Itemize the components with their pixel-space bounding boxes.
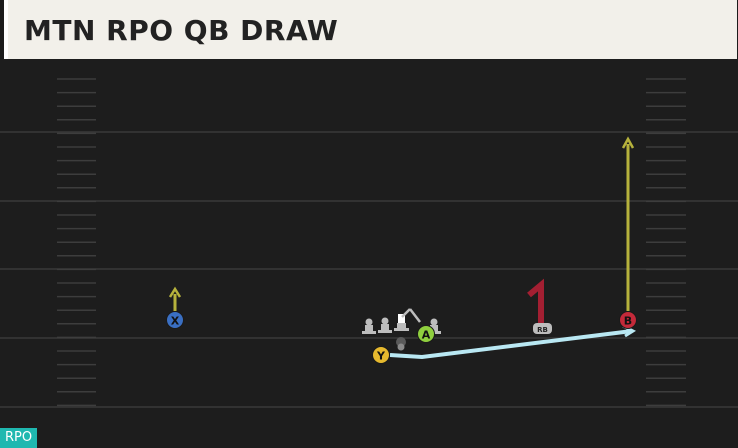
receiver-a: A bbox=[417, 325, 435, 343]
block-assignment bbox=[409, 308, 421, 323]
y-route bbox=[389, 329, 633, 360]
center bbox=[394, 314, 409, 331]
receiver-x: X bbox=[166, 311, 184, 329]
running-back: RB bbox=[533, 323, 552, 334]
receiver-y: Y bbox=[372, 346, 390, 364]
hash-marks bbox=[57, 78, 686, 407]
play-type-badge: RPO bbox=[0, 428, 38, 448]
football-field: X A Y B RB bbox=[0, 59, 738, 448]
quarterback bbox=[396, 337, 406, 351]
lineman bbox=[378, 317, 392, 333]
receiver-a-label: A bbox=[422, 329, 431, 342]
play-title: MTN RPO QB DRAW bbox=[24, 14, 339, 47]
b-route-arrowhead bbox=[621, 136, 635, 149]
title-bar: MTN RPO QB DRAW bbox=[4, 0, 737, 59]
receiver-y-label: Y bbox=[376, 350, 386, 363]
offensive-line bbox=[362, 308, 441, 334]
field-background bbox=[0, 59, 738, 448]
header: MTN RPO QB DRAW bbox=[0, 0, 738, 59]
receiver-b: B bbox=[619, 311, 637, 329]
receiver-x-label: X bbox=[171, 315, 180, 328]
running-back-label: RB bbox=[537, 326, 548, 334]
routes bbox=[168, 136, 637, 360]
receiver-b-label: B bbox=[624, 315, 632, 328]
x-route-arrowhead bbox=[168, 286, 182, 298]
block-assignment bbox=[401, 308, 411, 318]
yard-lines bbox=[0, 131, 738, 408]
qb-draw-path bbox=[527, 278, 544, 324]
lineman bbox=[362, 318, 376, 334]
